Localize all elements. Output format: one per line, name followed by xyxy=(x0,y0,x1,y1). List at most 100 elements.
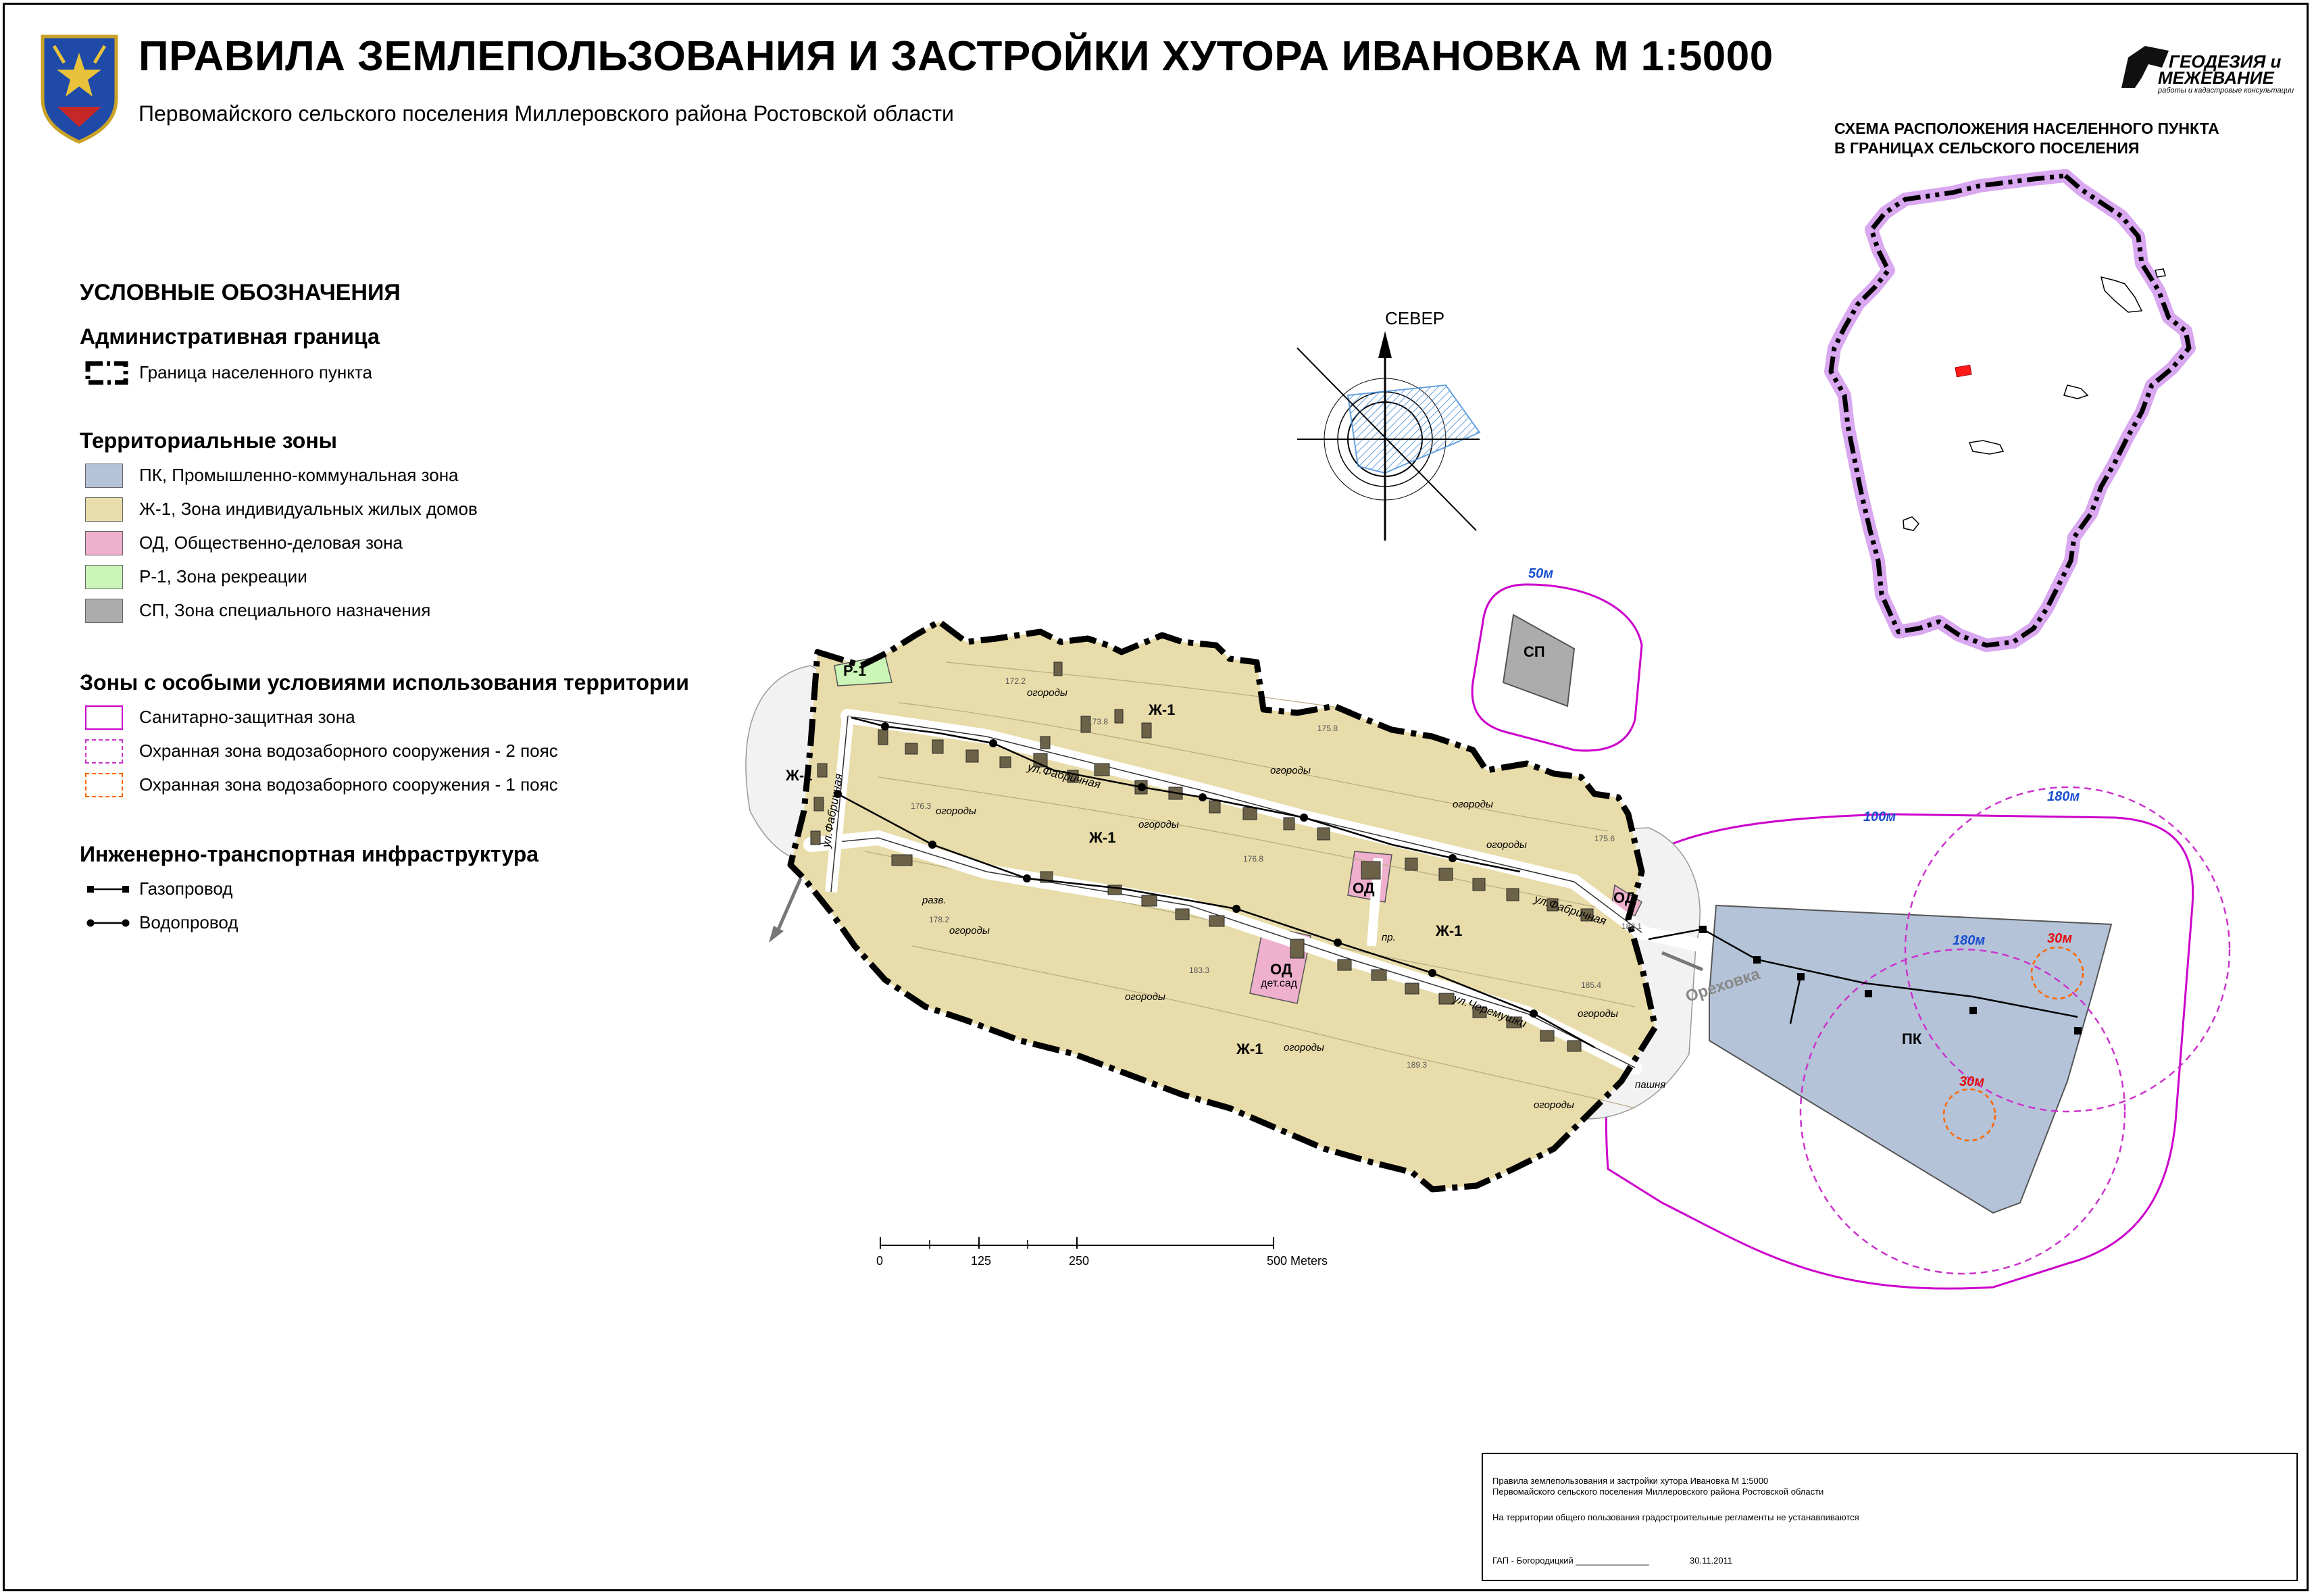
inset-map-title: СХЕМА РАСПОЛОЖЕНИЯ НАСЕЛЕННОГО ПУНКТА В … xyxy=(1834,119,2219,158)
legend-swatch xyxy=(85,705,123,730)
legend-swatch xyxy=(85,565,123,589)
land-use-label: огороды xyxy=(1284,1042,1324,1053)
company-logo-icon xyxy=(2121,46,2169,88)
sanitary-zone-sp xyxy=(1471,583,1643,752)
zone-label-zh1: Ж-1 xyxy=(1148,701,1175,718)
land-use-label: огороды xyxy=(1534,1099,1574,1111)
scale-tick-label: 0 xyxy=(876,1254,883,1268)
legend-swatch xyxy=(85,497,123,522)
legend-item-water-2: Охранная зона водозаборного сооружения -… xyxy=(80,738,755,765)
legend-item-od: ОД, Общественно-деловая зона xyxy=(80,530,755,557)
legend-item-water-1: Охранная зона водозаборного сооружения -… xyxy=(80,772,755,799)
north-label: СЕВЕР xyxy=(1385,308,1444,328)
zone-labels: Ж-1 Ж-1 Ж-1 Ж-1 Ж-1 Р-1 ОД ОД ОД СП ПК xyxy=(785,643,1922,1057)
radius-label: 180м xyxy=(2047,789,2080,804)
legend-label: Охранная зона водозаборного сооружения -… xyxy=(139,741,558,761)
scale-tick-label: 500 Meters xyxy=(1267,1254,1328,1268)
pk-zone xyxy=(1709,904,2113,1214)
gas-pipeline xyxy=(1648,926,2082,1034)
legend-admin-title: Административная граница xyxy=(80,324,380,349)
legend-item-sanitary: Санитарно-защитная зона xyxy=(80,704,755,731)
scale-tick-label: 125 xyxy=(971,1254,991,1268)
land-use-label: огороды xyxy=(1578,1008,1618,1020)
info-line: Первомайского сельского поселения Миллер… xyxy=(1492,1487,1824,1497)
height-mark: 178.2 xyxy=(929,915,949,924)
legend-label: СП, Зона специального назначения xyxy=(139,600,431,620)
compass-hatch xyxy=(1347,384,1481,474)
logo-line-3: работы и кадастровые консультации xyxy=(2158,86,2294,95)
legend-title: УСЛОВНЫЕ ОБОЗНАЧЕНИЯ xyxy=(80,280,401,305)
direction-arrow-icon xyxy=(1661,951,1703,972)
legend-infra-title: Инженерно-транспортная инфраструктура xyxy=(80,842,539,866)
map-subtitle: Первомайского сельского поселения Миллер… xyxy=(139,101,954,126)
legend-swatch xyxy=(85,599,123,623)
gas-pipe-icon xyxy=(87,886,129,893)
height-mark: 175.8 xyxy=(1317,724,1338,733)
height-marks: 172.2 173.8 175.8 175.6 176.3 176.8 178.… xyxy=(911,676,1642,1070)
legend-label: Р-1, Зона рекреации xyxy=(139,566,307,587)
logo-line-1: ГЕОДЕЗИЯ и xyxy=(2169,51,2282,72)
radius-label: 50м xyxy=(1528,566,1553,581)
inset-village-shape xyxy=(2100,276,2143,313)
legend-label: ПК, Промышленно-коммунальная зона xyxy=(139,465,459,485)
kindergarten-label: дет.сад xyxy=(1261,978,1298,989)
zone-label-sp: СП xyxy=(1524,643,1545,660)
zone-label-zh1: Ж-1 xyxy=(1088,829,1115,846)
company-logo: ГЕОДЕЗИЯ и МЕЖЕВАНИЕ работы и кадастровы… xyxy=(2115,41,2294,95)
zone-label-r1: Р-1 xyxy=(843,662,866,679)
inset-village-shape xyxy=(1968,440,2005,455)
legend-item-r1: Р-1, Зона рекреации xyxy=(80,564,755,591)
legend-label: Ж-1, Зона индивидуальных жилых домов xyxy=(139,499,478,519)
land-use-label: пр. xyxy=(1382,932,1396,943)
legend-item-boundary: Граница населенного пункта xyxy=(80,359,755,386)
height-mark: 189.3 xyxy=(1407,1060,1427,1070)
inset-title-line-2: В ГРАНИЦАХ СЕЛЬСКОГО ПОСЕЛЕНИЯ xyxy=(1834,139,2140,157)
zone-label-od: ОД xyxy=(1270,961,1292,978)
map-title: ПРАВИЛА ЗЕМЛЕПОЛЬЗОВАНИЯ И ЗАСТРОЙКИ ХУТ… xyxy=(139,33,1774,80)
land-use-label: огороды xyxy=(1138,819,1179,830)
inset-village-shape xyxy=(1903,516,1920,531)
sp-zone xyxy=(1502,614,1576,707)
legend-label: ОД, Общественно-деловая зона xyxy=(139,532,403,553)
zone-label-zh1: Ж-1 xyxy=(1435,922,1462,939)
land-use-labels: огороды огороды огороды огороды огороды … xyxy=(922,687,1665,1111)
legend-special-title: Зоны с особыми условиями использования т… xyxy=(80,670,689,695)
zone-label-od: ОД xyxy=(1353,880,1375,897)
legend-item-water: Водопровод xyxy=(80,909,755,937)
legend-item-zh1: Ж-1, Зона индивидуальных жилых домов xyxy=(80,496,755,523)
radius-label: 180м xyxy=(1953,933,1985,948)
water-zone-1-ring xyxy=(2030,946,2084,1000)
legend-item-pk: ПК, Промышленно-коммунальная зона xyxy=(80,462,755,489)
legend-label: Газопровод xyxy=(139,878,233,899)
legend-zones-title: Территориальные зоны xyxy=(80,428,337,453)
map-frame xyxy=(3,3,2309,1591)
legend-swatch xyxy=(85,773,123,797)
direction-arrow-icon xyxy=(775,877,803,934)
coat-of-arms-icon xyxy=(41,34,118,144)
land-use-label: огороды xyxy=(1453,799,1493,810)
height-mark: 176.8 xyxy=(1243,854,1263,864)
water-pipeline xyxy=(834,716,1595,1049)
water-zone-2-ring xyxy=(1799,948,2126,1275)
inset-village-shape xyxy=(2063,384,2089,399)
height-mark: 175.6 xyxy=(1594,834,1615,843)
water-zone-1-ring xyxy=(1942,1088,1996,1142)
land-use-label: огороды xyxy=(949,925,990,937)
buildings xyxy=(810,662,1594,1052)
legend-swatch xyxy=(85,531,123,555)
legend-swatch xyxy=(85,739,123,764)
zone-label-zh1: Ж-1 xyxy=(1236,1041,1263,1057)
north-arrow: СЕВЕР xyxy=(1297,308,1481,541)
height-mark: 172.2 xyxy=(1005,676,1026,686)
info-signature: ГАП - Богородицкий _______________ xyxy=(1492,1555,1649,1566)
boundary-symbol-icon xyxy=(85,361,128,385)
settlement-boundary xyxy=(787,618,1659,1193)
legend-label: Охранная зона водозаборного сооружения -… xyxy=(139,774,558,795)
info-date: 30.11.2011 xyxy=(1690,1555,1733,1566)
inset-map xyxy=(1824,169,2196,652)
land-use-label: огороды xyxy=(936,805,976,817)
radius-label: 100м xyxy=(1863,809,1896,824)
water-pipe-icon xyxy=(86,919,130,927)
land-use-label: огороды xyxy=(1270,765,1311,776)
